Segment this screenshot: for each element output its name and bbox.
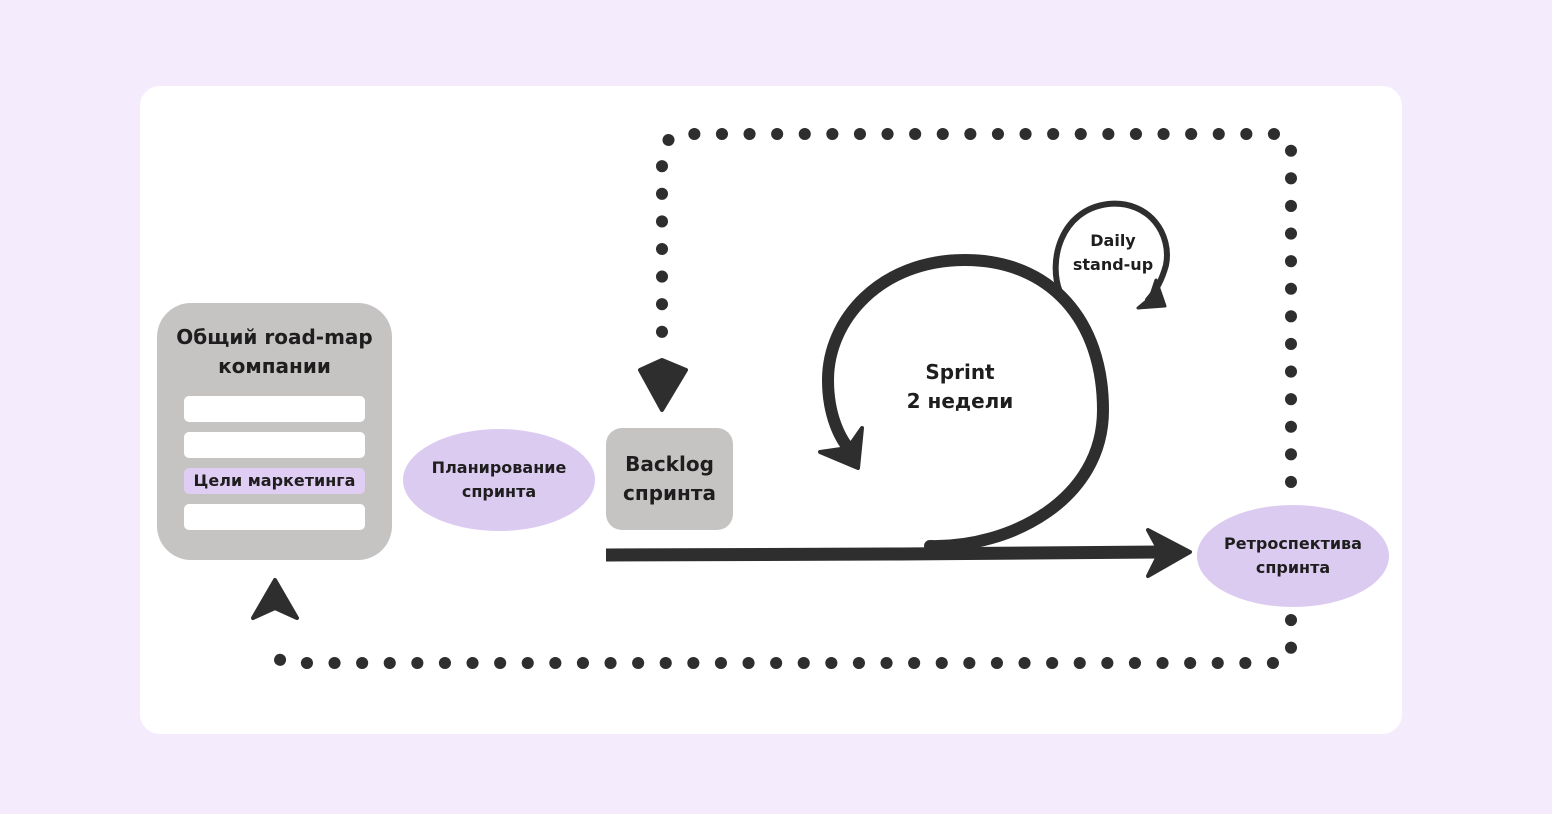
dotted-loop-top xyxy=(656,128,1297,488)
arrowhead-to-roadmap xyxy=(251,578,299,620)
sprint-loop-arrowhead xyxy=(818,426,864,470)
standup-loop xyxy=(1052,200,1170,303)
sprint-planning-node: Планирование спринта xyxy=(403,429,595,531)
standup-loop-arrowhead xyxy=(1136,278,1167,310)
sprint-retrospective-node: Ретроспектива спринта xyxy=(1197,505,1389,607)
sprint-backlog-node: Backlog спринта xyxy=(606,428,733,530)
arrowhead-to-backlog xyxy=(638,358,688,412)
dotted-loop-bottom xyxy=(269,614,1297,669)
roadmap-row xyxy=(184,432,365,458)
roadmap-row-marketing-goals: Цели маркетинга xyxy=(184,468,365,494)
daily-standup-label: Daily stand-up xyxy=(1072,231,1154,274)
main-timeline-line xyxy=(605,545,1161,562)
company-roadmap-box: Общий road-map компании Цели маркетинга xyxy=(157,303,392,560)
sprint-label: Sprint 2 недели xyxy=(906,360,1014,413)
roadmap-row xyxy=(184,504,365,530)
main-timeline-arrowhead xyxy=(1146,528,1192,578)
roadmap-title: Общий road-map компании xyxy=(176,325,373,378)
sprint-loop xyxy=(821,253,1110,553)
roadmap-row xyxy=(184,396,365,422)
